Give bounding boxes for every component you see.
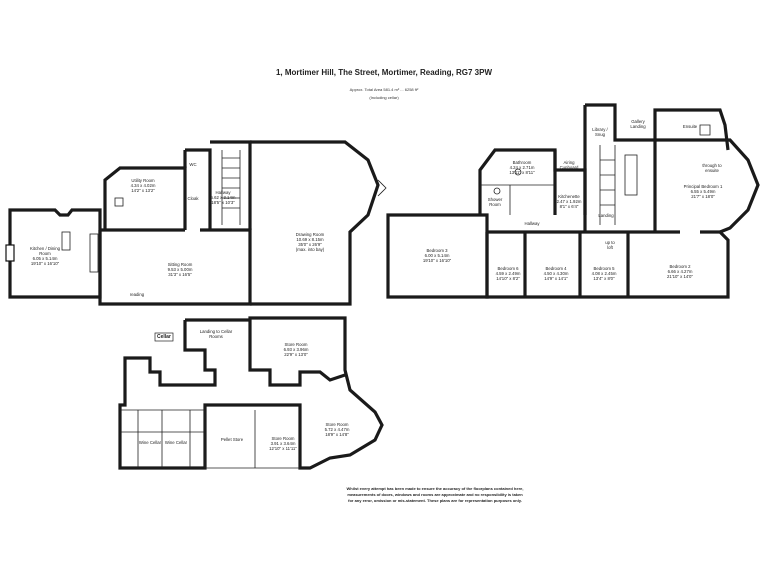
room-wc: WC xyxy=(189,162,197,167)
room-pellet: Pellet Store xyxy=(220,437,244,442)
room-wine1: Wine Cellar xyxy=(138,440,162,445)
room-cloak: Cloak xyxy=(187,196,199,201)
disclaimer: Whilst every attempt has been made to en… xyxy=(346,486,524,503)
cellar-tag: Cellar xyxy=(157,334,171,340)
room-bed2: Bedroom 2 6.66 x 4.27m 21'10" x 14'0" xyxy=(667,264,693,279)
room-hallway-ground: Hallway 5.62 x 3.14m 18'5" x 10'3" xyxy=(210,190,236,205)
room-kitchen: Kitchen / Dining Room 6.05 x 5.14m 19'10… xyxy=(29,246,61,266)
room-gallery: Gallery Landing xyxy=(630,119,646,129)
ground-floor xyxy=(5,140,387,306)
room-landing-cellar: Landing to Cellar Rooms xyxy=(199,329,233,339)
room-store3: Store Room 5.72 x 4.47m 18'9" x 14'8" xyxy=(324,422,350,437)
room-library: Library / Snug xyxy=(592,127,608,137)
room-upto-loft: up to loft xyxy=(605,240,615,250)
room-wine2: Wine Cellar xyxy=(164,440,188,445)
area-note: (Including cellar) xyxy=(369,95,399,100)
first-floor xyxy=(386,103,760,299)
room-bath1: Bathroom 4.24 x 2.71m 13'11" x 8'11" xyxy=(509,160,535,175)
room-store2: Store Room 3.91 x 3.64m 12'10" x 11'11" xyxy=(269,436,297,451)
room-kitchenette: Kitchenette 2.47 x 1.92m 8'1" x 6'4" xyxy=(556,194,582,209)
page-title: 1, Mortimer Hill, The Street, Mortimer, … xyxy=(275,68,493,77)
room-principal: Principal Bedroom 1 6.55 x 5.49m 21'7" x… xyxy=(683,184,723,199)
total-area: Approx. Total Area 581.4 m² ... 6258 ft² xyxy=(349,87,419,92)
room-bed5: Bedroom 5 4.08 x 2.45m 13'4" x 8'0" xyxy=(591,266,617,281)
room-ensuite: Ensuite xyxy=(682,124,698,129)
room-shower: Shower Room xyxy=(487,197,503,207)
room-utility: Utility Room 4.34 x 4.02m 14'2" x 13'2" xyxy=(130,178,156,193)
room-airing: Airing Cupboard xyxy=(559,160,579,170)
room-bed4: Bedroom 4 4.50 x 4.30m 14'9" x 14'1" xyxy=(543,266,569,281)
room-sitting: Sitting Room 9.53 x 5.00m 31'3" x 16'5" xyxy=(167,262,193,277)
room-through-ensuite: through to ensuite xyxy=(702,163,722,173)
room-reading: reading xyxy=(129,292,145,297)
cellar-floor xyxy=(118,316,384,470)
room-bed6: Bedroom 6 4.59 x 2.49m 14'10" x 8'2" xyxy=(495,266,521,281)
room-store1: Store Room 6.93 x 3.96m 22'9" x 13'0" xyxy=(283,342,309,357)
room-bed3: Bedroom 3 6.00 x 5.14m 19'10" x 16'10" xyxy=(422,248,452,263)
room-landing: Landing xyxy=(598,213,614,218)
room-hallway-first: Hallway xyxy=(524,221,540,226)
room-drawing: Drawing Room 10.69 x 8.15m 35'0" x 26'9"… xyxy=(295,232,325,252)
